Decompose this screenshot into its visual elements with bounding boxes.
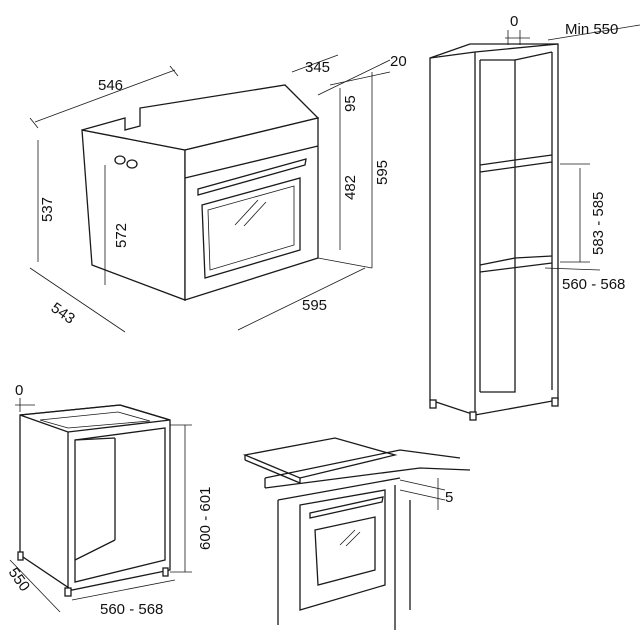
oven-side-height-label: 572 xyxy=(113,223,130,248)
tall-gap-label: 0 xyxy=(510,13,518,30)
under-hob-drawing xyxy=(242,437,471,630)
oven-body-height-label: 537 xyxy=(39,197,56,222)
tall-cabinet-drawing xyxy=(429,24,640,421)
base-gap-label: 0 xyxy=(15,382,23,399)
oven-front-width-label: 595 xyxy=(302,297,327,314)
tall-niche-width-label: 560 - 568 xyxy=(562,276,625,293)
oven-door-height-label: 482 xyxy=(342,175,359,200)
under-hob-gap-label: 5 xyxy=(445,489,453,506)
oven-width-top-label: 546 xyxy=(98,77,123,94)
oven-total-height-label: 595 xyxy=(374,160,391,185)
base-depth-label: 550 xyxy=(5,565,33,595)
base-cabinet-drawing xyxy=(9,398,192,613)
tall-niche-height-label: 583 - 585 xyxy=(590,192,607,255)
oven-panel-height-label: 95 xyxy=(342,95,359,112)
base-niche-width-label: 560 - 568 xyxy=(100,601,163,618)
oven-panel-offset-label: 20 xyxy=(390,53,407,70)
oven-depth-front-label: 345 xyxy=(305,59,330,76)
base-niche-height-label: 600 - 601 xyxy=(197,487,214,550)
tall-min-depth-label: Min 550 xyxy=(565,21,618,38)
oven-depth-label: 543 xyxy=(48,299,78,327)
oven-drawing xyxy=(29,54,391,333)
